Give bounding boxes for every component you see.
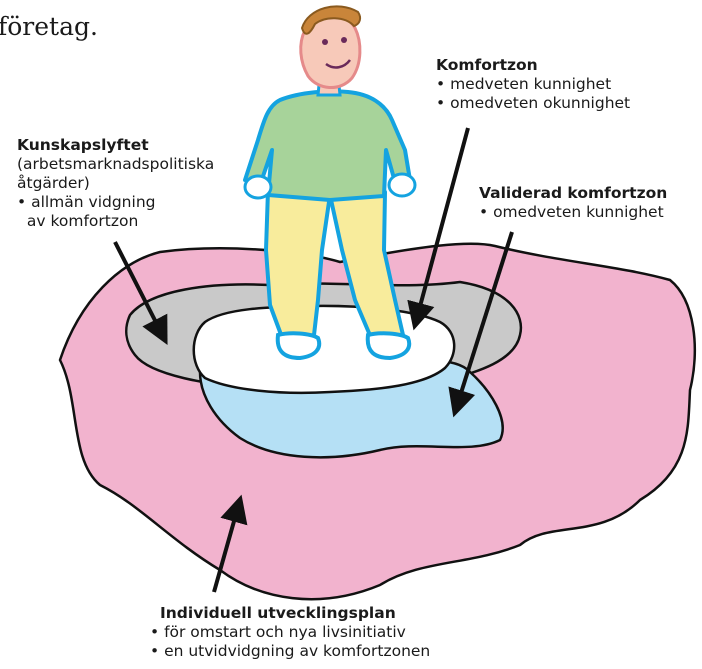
label-kunskapslyftet: Kunskapslyftet (arbetsmarknadspolitiska … [17,136,214,231]
heading-fragment: företag. [0,12,98,41]
label-kunskapslyftet-line: åtgärder) [17,174,214,193]
figure-eye-left [322,39,328,45]
label-validerad: Validerad komfortzon • omedveten kunnigh… [479,184,667,222]
label-komfortzon: Komfortzon • medveten kunnighet • omedve… [436,56,630,113]
label-validerad-line: • omedveten kunnighet [479,203,667,222]
figure-left-shoe [278,333,319,358]
label-komfortzon-title: Komfortzon [436,56,630,75]
label-kunskapslyftet-line: av komfortzon [17,212,214,231]
label-individuell: Individuell utvecklingsplan • för omstar… [150,604,430,661]
label-validerad-title: Validerad komfortzon [479,184,667,203]
figure-left-hand [245,176,271,198]
label-individuell-title: Individuell utvecklingsplan [160,604,430,623]
figure-eye-right [341,37,347,43]
label-kunskapslyftet-line: • allmän vidgning [17,193,214,212]
label-komfortzon-line: • medveten kunnighet [436,75,630,94]
label-individuell-line: • en utvidvidgning av komfortzonen [150,642,430,661]
figure-right-hand [389,174,415,196]
label-individuell-line: • för omstart och nya livsinitiativ [150,623,430,642]
label-komfortzon-line: • omedveten okunnighet [436,94,630,113]
label-kunskapslyftet-title: Kunskapslyftet [17,136,214,155]
figure-right-shoe [368,333,409,358]
label-kunskapslyftet-line: (arbetsmarknadspolitiska [17,155,214,174]
